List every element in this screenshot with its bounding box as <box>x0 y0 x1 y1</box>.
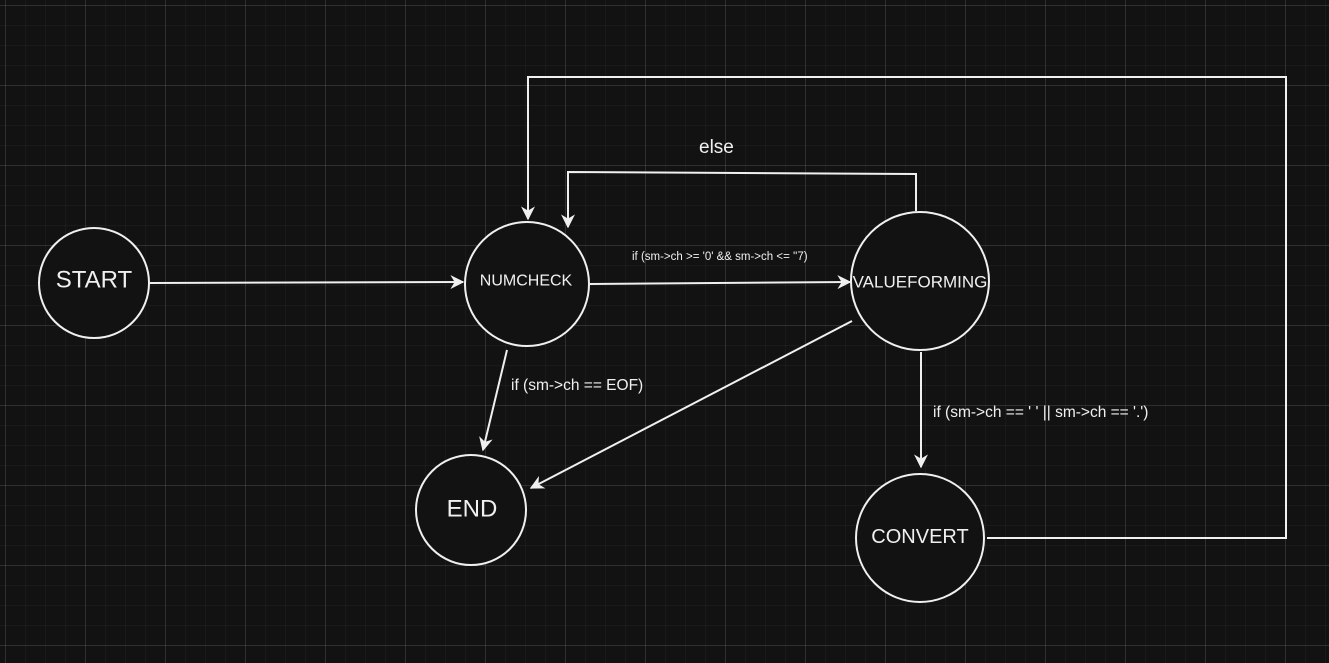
node-convert-circle <box>855 473 985 603</box>
edge-numcheck-to-valueforming <box>589 275 852 290</box>
node-valueforming[interactable]: VALUEFORMING <box>850 211 990 351</box>
node-start-label: START <box>56 267 133 294</box>
node-end-label: END <box>447 496 498 523</box>
node-end-circle <box>415 454 527 566</box>
node-valueforming-circle <box>850 211 990 351</box>
node-start-circle <box>38 227 150 339</box>
node-numcheck[interactable]: NUMCHECK <box>464 221 590 347</box>
edge-label-numcheck-to-end: if (sm->ch == EOF) <box>511 377 643 394</box>
node-start[interactable]: START <box>38 227 150 339</box>
node-numcheck-label: NUMCHECK <box>480 273 573 290</box>
node-valueforming-label: VALUEFORMING <box>853 273 988 292</box>
edge-valueforming-to-numcheck-else <box>561 170 917 229</box>
node-end[interactable]: END <box>415 454 527 566</box>
edge-label-else: else <box>699 137 734 158</box>
edge-label-numcheck-to-valueforming: if (sm->ch >= '0' && sm->ch <= ''7) <box>632 251 808 263</box>
node-numcheck-circle <box>464 221 590 347</box>
edge-label-valueforming-to-convert: if (sm->ch == ' ' || sm->ch == '.') <box>933 404 1148 421</box>
edge-valueforming-to-end <box>529 320 853 489</box>
node-convert-label: CONVERT <box>871 526 968 548</box>
edge-convert-to-numcheck <box>521 76 1287 539</box>
node-convert[interactable]: CONVERT <box>855 473 985 603</box>
edge-numcheck-to-end <box>479 349 508 452</box>
edge-start-to-numcheck <box>149 275 465 290</box>
